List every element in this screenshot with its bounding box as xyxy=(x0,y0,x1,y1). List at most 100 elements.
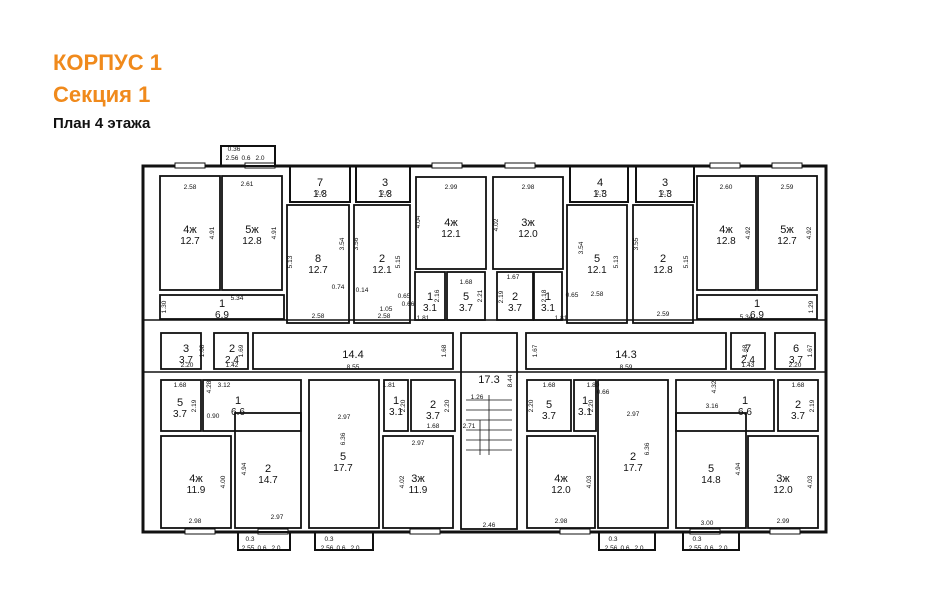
room-depth-dim: 5.15 xyxy=(395,255,402,268)
room-number: 2 xyxy=(795,399,801,411)
room-area: 12.1 xyxy=(372,265,392,276)
room-number: 2 xyxy=(265,463,271,475)
room-area: 12.0 xyxy=(518,229,538,240)
room-depth-dim: 4.03 xyxy=(586,475,593,488)
room-area: 11.9 xyxy=(409,485,428,496)
room-number: 5 xyxy=(594,253,600,265)
room-width-dim: 2.99 xyxy=(445,184,458,191)
room-depth-dim: 2.21 xyxy=(477,289,484,302)
room-depth-dim: 4.32 xyxy=(711,380,718,393)
room-depth-dim: 2.20 xyxy=(444,399,451,412)
room-depth-dim: 6.36 xyxy=(644,442,651,455)
room-area: 11.9 xyxy=(187,485,206,496)
room-width-dim: 2.58 xyxy=(591,291,604,298)
room-number: 5 xyxy=(546,399,552,411)
room-depth-dim: 4.92 xyxy=(806,226,813,239)
room-width-dim: 2.58 xyxy=(378,313,391,320)
room-area: 12.1 xyxy=(441,229,461,240)
room-width-dim: 2.58 xyxy=(312,313,325,320)
room-depth-dim: 4.94 xyxy=(735,462,742,475)
room-number: 4ж xyxy=(189,473,203,485)
room-number: 4 xyxy=(597,177,603,189)
room-area: 3.1 xyxy=(423,303,437,314)
room-depth-dim: 4.00 xyxy=(220,475,227,488)
room-number: 2 xyxy=(630,451,636,463)
room-depth-dim: 5.13 xyxy=(613,255,620,268)
room-area: 17.7 xyxy=(333,463,353,474)
room-width-dim: 2.20 xyxy=(789,362,802,369)
room-depth-dim: 3.54 xyxy=(578,241,585,254)
room-number: 1 xyxy=(582,395,588,407)
misc-dim: 0.66 xyxy=(597,389,610,396)
misc-dim: 2.71 xyxy=(463,423,476,430)
room-area: 3.7 xyxy=(459,303,473,314)
room-number: 3ж xyxy=(411,473,425,485)
misc-dim: 0.66 xyxy=(402,301,415,308)
room-number: 3ж xyxy=(776,473,790,485)
room-number: 1 xyxy=(219,298,225,310)
misc-dim: 0.65 xyxy=(398,293,411,300)
room-number: 5ж xyxy=(780,224,794,236)
room-width-dim: 2.6 xyxy=(315,190,324,197)
room-number: 14.3 xyxy=(615,349,636,361)
room-width-dim: 2.97 xyxy=(338,414,351,421)
room-depth-dim: 1.69 xyxy=(238,344,245,357)
room-area: 3.1 xyxy=(541,303,555,314)
misc-dim: 1.05 xyxy=(380,306,393,313)
room-area: 3.1 xyxy=(578,407,592,418)
balcony-dim: 0.6 xyxy=(241,155,250,162)
room-width-dim: 2.60 xyxy=(720,184,733,191)
room-depth-dim: 2.20 xyxy=(588,399,595,412)
room-area: 3.7 xyxy=(508,303,522,314)
balcony-dim: 2.0 xyxy=(350,545,359,552)
room-depth-dim: 4.94 xyxy=(241,462,248,475)
room-width-dim: 1.68 xyxy=(792,382,805,389)
room-depth-dim: 1.30 xyxy=(161,300,168,313)
room-area: 14.8 xyxy=(701,475,721,486)
room-area: 6.6 xyxy=(738,407,752,418)
room-depth-dim: 4.92 xyxy=(745,226,752,239)
room-width-dim: 3.12 xyxy=(218,382,231,389)
room-depth-dim: 2.19 xyxy=(498,290,505,303)
balcony-dim: 2.56 xyxy=(605,545,618,552)
misc-dim: 1.26 xyxy=(471,394,484,401)
room-depth-dim: 4.02 xyxy=(493,218,500,231)
room-area: 17.7 xyxy=(623,463,643,474)
room-area: 3.7 xyxy=(542,411,556,422)
room-depth-dim: 4.02 xyxy=(399,475,406,488)
room-width-dim: 3.00 xyxy=(701,520,714,527)
room-width-dim: 8.59 xyxy=(620,364,633,371)
room-depth-dim: 8.44 xyxy=(507,374,514,387)
room-number: 1 xyxy=(742,395,748,407)
room-depth-dim: 1.29 xyxy=(808,300,815,313)
room-width-dim: 5.34 xyxy=(231,295,244,302)
room-depth-dim: 2.20 xyxy=(400,399,407,412)
room-area: 6.6 xyxy=(231,407,245,418)
room-width-dim: 2.98 xyxy=(522,184,535,191)
room-number: 1 xyxy=(545,291,551,303)
balcony-area: 0.3 xyxy=(324,536,333,543)
balcony-dim: 2.0 xyxy=(634,545,643,552)
misc-dim: 0.74 xyxy=(332,284,345,291)
room-width-dim: 2.59 xyxy=(781,184,794,191)
room-depth-dim: 1.68 xyxy=(199,344,206,357)
room-width-dim: 2.46 xyxy=(483,522,496,529)
room-number: 3ж xyxy=(521,217,535,229)
room-width-dim: 2.7 xyxy=(660,190,669,197)
room-area: 12.1 xyxy=(587,265,607,276)
room-depth-dim: 3.54 xyxy=(339,237,346,250)
balcony-dim: 0.6 xyxy=(257,545,266,552)
room-area: 12.8 xyxy=(716,236,736,247)
room-width-dim: 2.7 xyxy=(595,190,604,197)
room-area: 1.3 xyxy=(378,189,392,200)
room-number: 2 xyxy=(660,253,666,265)
room-number: 2 xyxy=(379,253,385,265)
room-number: 2 xyxy=(430,399,436,411)
room-depth-dim: 1.68 xyxy=(441,344,448,357)
room-width-dim: 2.6 xyxy=(380,190,389,197)
room-number: 5 xyxy=(708,463,714,475)
balcony-dim: 2.55 xyxy=(689,545,702,552)
room-area: 3.1 xyxy=(389,407,403,418)
room-area: 2.4 xyxy=(741,355,755,366)
room-depth-dim: 1.67 xyxy=(807,344,814,357)
